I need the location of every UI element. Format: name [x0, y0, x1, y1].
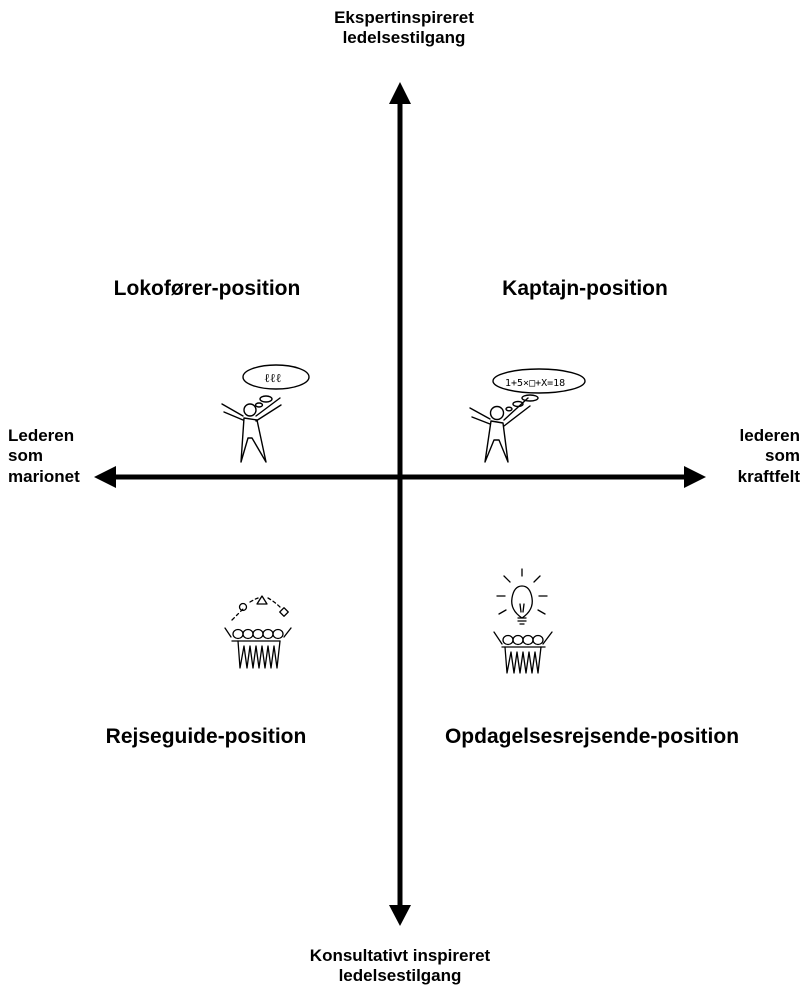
equation-glyphs: 1+5×□+X=18	[505, 378, 565, 389]
axis-bottom-line-1: Konsultativt inspireret	[309, 946, 491, 965]
group-lightbulb-icon	[493, 568, 553, 674]
quadrant-top-right-title: Kaptajn-position	[502, 277, 668, 300]
axis-bottom-line-2: ledelsestilgang	[338, 966, 462, 986]
quadrant-bottom-right-title: Opdagelsesrejsende-position	[444, 725, 740, 748]
axis-top-line-1: Ekspertinspireret	[334, 8, 474, 27]
arrow-down-icon	[389, 905, 411, 926]
thought-glyphs: ℓℓℓ	[264, 371, 281, 385]
stick-figure-calculating-icon: 1+5×□+X=18	[469, 368, 586, 463]
axis-right-line-1: lederen	[739, 426, 800, 445]
stick-figure-thinking-icon: ℓℓℓ	[221, 364, 310, 463]
axis-left-line-1: Lederen	[8, 426, 75, 445]
arrow-up-icon	[389, 82, 411, 104]
axis-top-line-2: ledelsestilgang	[342, 28, 466, 48]
group-juggling-shapes-icon	[224, 595, 292, 669]
axis-left-line-2: som	[8, 446, 43, 466]
axis-left-label: Lederen som marionet	[8, 426, 80, 487]
axis-left-line-3: marionet	[8, 466, 80, 486]
arrow-left-icon	[94, 466, 116, 488]
arrow-right-icon	[684, 466, 706, 488]
horizontal-axis	[94, 466, 706, 488]
quadrant-bottom-left-title: Rejseguide-position	[105, 725, 307, 748]
axis-right-label: lederen som kraftfelt	[738, 426, 800, 487]
axis-right-line-2: som	[765, 446, 800, 466]
axis-right-line-3: kraftfelt	[737, 466, 800, 486]
axis-bottom-label: Konsultativt inspireret ledelsestilgang	[310, 946, 490, 987]
axis-top-label: Ekspertinspireret ledelsestilgang	[334, 8, 474, 49]
vertical-axis	[389, 82, 411, 926]
quadrant-top-left-title: Lokofører-position	[113, 277, 301, 300]
